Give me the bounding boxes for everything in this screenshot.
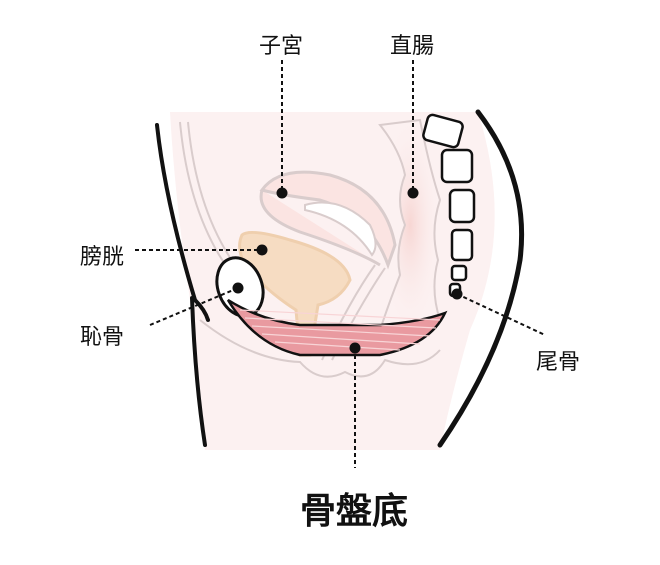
label-pelvic-floor: 骨盤底 [300, 490, 409, 532]
leader-lines [135, 60, 546, 468]
back-body-outline [437, 109, 525, 448]
label-rectum: 直腸 [390, 34, 435, 59]
uterus-cavity [304, 201, 377, 257]
label-coccyx: 尾骨 [536, 350, 581, 375]
rectum [378, 118, 442, 332]
front-body-outline [155, 123, 210, 447]
label-pubic-bone: 恥骨 [80, 325, 125, 350]
spine-vertebrae [422, 113, 476, 298]
pelvic-floor-muscle [226, 298, 448, 357]
label-dots [232, 187, 463, 354]
perineum [199, 319, 441, 378]
label-bladder: 膀胱 [80, 245, 125, 270]
label-uterus: 子宮 [259, 34, 304, 59]
uterus [259, 170, 397, 270]
muscle-fibers [239, 309, 441, 351]
